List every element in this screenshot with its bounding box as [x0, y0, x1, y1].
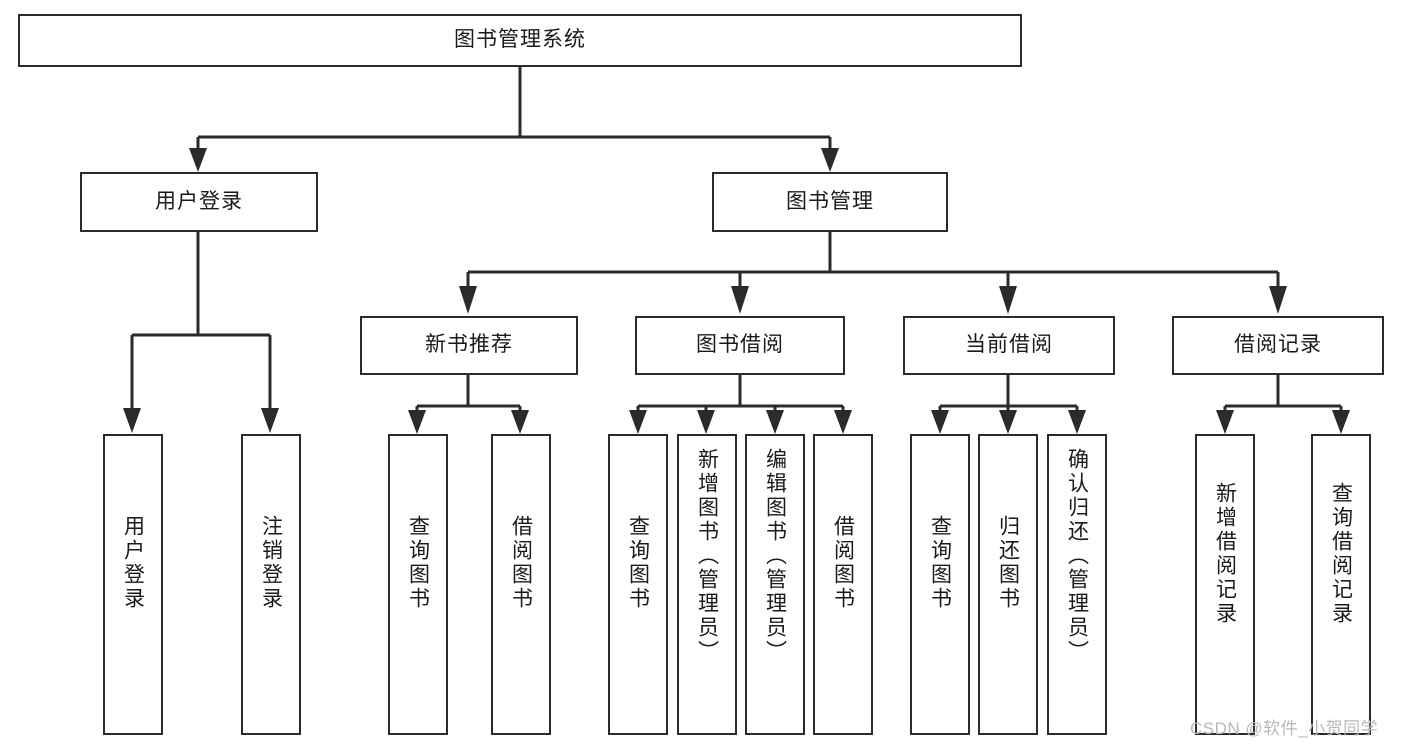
node-book-management[interactable]: 图书管理 — [712, 172, 948, 232]
node-leaf-add-book-admin-label: 新增图书（管理员） — [695, 448, 719, 664]
node-borrow-record-label: 借阅记录 — [1234, 333, 1322, 357]
node-leaf-borrow-book-bw-label: 借阅图书 — [831, 515, 855, 611]
node-leaf-confirm-return-admin-label: 确认归还（管理员） — [1065, 448, 1089, 664]
arrow-bw-leaf2 — [697, 410, 715, 434]
arrow-ul-leaf1 — [123, 408, 141, 433]
arrow-cb-leaf1 — [931, 410, 949, 434]
arrow-user-login — [189, 148, 207, 172]
arrow-bw-leaf4 — [834, 410, 852, 434]
node-leaf-user-login-label: 用户登录 — [121, 515, 145, 611]
node-leaf-query-book-bw-label: 查询图书 — [626, 515, 650, 611]
node-leaf-query-book-nb[interactable]: 查询图书 — [388, 434, 448, 735]
node-root[interactable]: 图书管理系统 — [18, 14, 1022, 67]
node-leaf-user-login[interactable]: 用户登录 — [103, 434, 163, 735]
arrow-current — [999, 286, 1017, 314]
node-user-login-label: 用户登录 — [155, 189, 243, 213]
node-leaf-logout[interactable]: 注销登录 — [241, 434, 301, 735]
node-leaf-borrow-book-nb[interactable]: 借阅图书 — [491, 434, 551, 735]
arrow-nb-leaf1 — [408, 410, 426, 434]
node-leaf-borrow-book-bw[interactable]: 借阅图书 — [813, 434, 873, 735]
node-book-borrow[interactable]: 图书借阅 — [635, 316, 845, 375]
node-new-book-recommend[interactable]: 新书推荐 — [360, 316, 578, 375]
node-user-login[interactable]: 用户登录 — [80, 172, 318, 232]
arrow-cb-leaf2 — [999, 410, 1017, 434]
arrow-ul-leaf2 — [261, 408, 279, 433]
node-leaf-edit-book-admin-label: 编辑图书（管理员） — [763, 448, 787, 664]
arrow-cb-leaf3 — [1068, 410, 1086, 434]
watermark: CSDN @软件_小贺同学 — [1190, 719, 1379, 738]
node-leaf-query-book-bw[interactable]: 查询图书 — [608, 434, 668, 735]
arrow-rc-leaf1 — [1216, 410, 1234, 434]
node-leaf-add-book-admin[interactable]: 新增图书（管理员） — [677, 434, 737, 735]
arrow-new-book — [459, 286, 477, 314]
node-leaf-return-book[interactable]: 归还图书 — [978, 434, 1038, 735]
node-book-management-label: 图书管理 — [786, 189, 874, 213]
node-current-borrow[interactable]: 当前借阅 — [903, 316, 1115, 375]
arrow-bw-leaf1 — [629, 410, 647, 434]
node-leaf-edit-book-admin[interactable]: 编辑图书（管理员） — [745, 434, 805, 735]
node-new-book-recommend-label: 新书推荐 — [425, 333, 513, 357]
node-leaf-query-book-cb[interactable]: 查询图书 — [910, 434, 970, 735]
node-book-borrow-label: 图书借阅 — [696, 333, 784, 357]
node-leaf-add-borrow-record[interactable]: 新增借阅记录 — [1195, 434, 1255, 735]
node-leaf-query-borrow-record-label: 查询借阅记录 — [1329, 482, 1353, 626]
node-root-label: 图书管理系统 — [454, 28, 586, 52]
arrow-record — [1269, 286, 1287, 314]
node-current-borrow-label: 当前借阅 — [965, 333, 1053, 357]
node-leaf-add-borrow-record-label: 新增借阅记录 — [1213, 482, 1237, 626]
node-leaf-query-book-nb-label: 查询图书 — [406, 515, 430, 611]
arrow-rc-leaf2 — [1332, 410, 1350, 434]
arrow-borrow — [731, 286, 749, 314]
node-leaf-query-borrow-record[interactable]: 查询借阅记录 — [1311, 434, 1371, 735]
node-leaf-query-book-cb-label: 查询图书 — [928, 515, 952, 611]
node-leaf-return-book-label: 归还图书 — [996, 515, 1020, 611]
arrow-nb-leaf2 — [511, 410, 529, 434]
node-leaf-confirm-return-admin[interactable]: 确认归还（管理员） — [1047, 434, 1107, 735]
arrow-bw-leaf3 — [766, 410, 784, 434]
node-leaf-borrow-book-nb-label: 借阅图书 — [509, 515, 533, 611]
arrow-book-mgmt — [821, 148, 839, 172]
node-borrow-record[interactable]: 借阅记录 — [1172, 316, 1384, 375]
node-leaf-logout-label: 注销登录 — [259, 515, 283, 611]
